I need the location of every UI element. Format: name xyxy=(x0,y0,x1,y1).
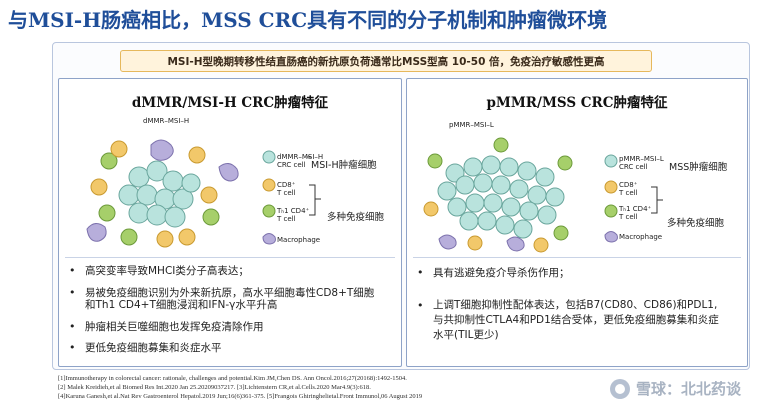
tumor-cluster xyxy=(118,160,201,228)
mss-tumor-diagram xyxy=(423,137,663,253)
msi-h-bullet-2: 易被免疫细胞识别为外来新抗原，高水平细胞毒性CD8+T细胞和Th1 CD4+T细… xyxy=(63,287,375,312)
mss-card: pMMR/MSS CRC肿瘤特征 xyxy=(406,78,748,367)
snowball-logo-icon xyxy=(610,378,630,399)
msi-h-bullet-3: 肿瘤相关巨噬细胞也发挥免疫清除作用 xyxy=(63,321,375,334)
mss-diagram-top-label: pMMR–MSI–L xyxy=(449,121,494,129)
msi-h-heading: dMMR/MSI-H CRC肿瘤特征 xyxy=(131,95,329,111)
mss-bullets: 具有逃避免疫介导杀伤作用； 上调T细胞抑制性配体表达，包括B7(CD80、CD8… xyxy=(411,267,723,352)
mss-heading: pMMR/MSS CRC肿瘤特征 xyxy=(486,95,668,111)
mss-bullet-1: 具有逃避免疫介导杀伤作用； xyxy=(411,267,723,280)
mss-legend-th1: Tₕ1 CD4⁺ T cell xyxy=(619,205,652,221)
msi-h-bullet-1: 高突变率导致MHCI类分子高表达； xyxy=(63,265,375,278)
msi-h-bullets: 高突变率导致MHCI类分子高表达； 易被免疫细胞识别为外来新抗原，高水平细胞毒性… xyxy=(63,265,375,364)
msi-h-legend-cd8: CD8⁺ T cell xyxy=(277,181,296,197)
reference-1: [1]Immunotherapy in colorectal cancer: r… xyxy=(58,375,407,382)
immune-cells xyxy=(423,137,573,253)
neoantigen-banner: MSI-H型晚期转移性结直肠癌的新抗原负荷通常比MSS型高 10-50 倍，免疫… xyxy=(120,50,652,72)
watermark: 雪球：北北药谈 xyxy=(610,378,741,399)
references: [1]Immunotherapy in colorectal cancer: r… xyxy=(58,374,578,402)
msi-h-tumor-caption: MSI-H肿瘤细胞 xyxy=(311,160,377,171)
mss-legend-tumor: pMMR–MSI–L CRC cell xyxy=(619,155,664,171)
mss-separator xyxy=(413,257,741,258)
mss-legend-macrophage: Macrophage xyxy=(619,233,663,241)
reference-2: [2] Malek Kreidieh,et al Biomed Res Int.… xyxy=(58,384,371,392)
mss-bullet-2: 上调T细胞抑制性配体表达，包括B7(CD80、CD86)和PDL1,与共抑制性C… xyxy=(411,298,723,343)
watermark-text: 雪球：北北药谈 xyxy=(636,380,742,398)
legend-symbols xyxy=(262,150,321,245)
msi-h-diagram-top-label: dMMR–MSI–H xyxy=(143,117,190,125)
page-title: 与MSI-H肠癌相比，MSS CRC具有不同的分子机制和肿瘤微环境 xyxy=(8,8,608,32)
msi-h-legend-tumor: dMMR–MSI–H CRC cell xyxy=(277,153,324,169)
msi-h-immune-caption: 多种免疫细胞 xyxy=(327,212,385,223)
msi-h-separator xyxy=(65,257,395,258)
msi-h-legend-macrophage: Macrophage xyxy=(277,236,321,244)
msi-h-bullet-4: 更低免疫细胞募集和炎症水平 xyxy=(63,342,375,355)
legend-symbols xyxy=(604,154,663,243)
mss-legend-cd8: CD8⁺ T cell xyxy=(619,181,638,197)
msi-h-card: dMMR/MSI-H CRC肿瘤特征 xyxy=(58,78,402,367)
mss-immune-caption: 多种免疫细胞 xyxy=(667,218,725,229)
tumor-cluster xyxy=(437,155,565,239)
reference-3: [4]Karuna Ganesh,et al.Nat Rev Gastroent… xyxy=(58,393,423,401)
immune-cells xyxy=(86,139,239,248)
mss-tumor-caption: MSS肿瘤细胞 xyxy=(669,162,728,173)
msi-h-tumor-diagram xyxy=(86,139,321,248)
msi-h-legend-th1: Tₕ1 CD4⁺ T cell xyxy=(277,207,310,223)
